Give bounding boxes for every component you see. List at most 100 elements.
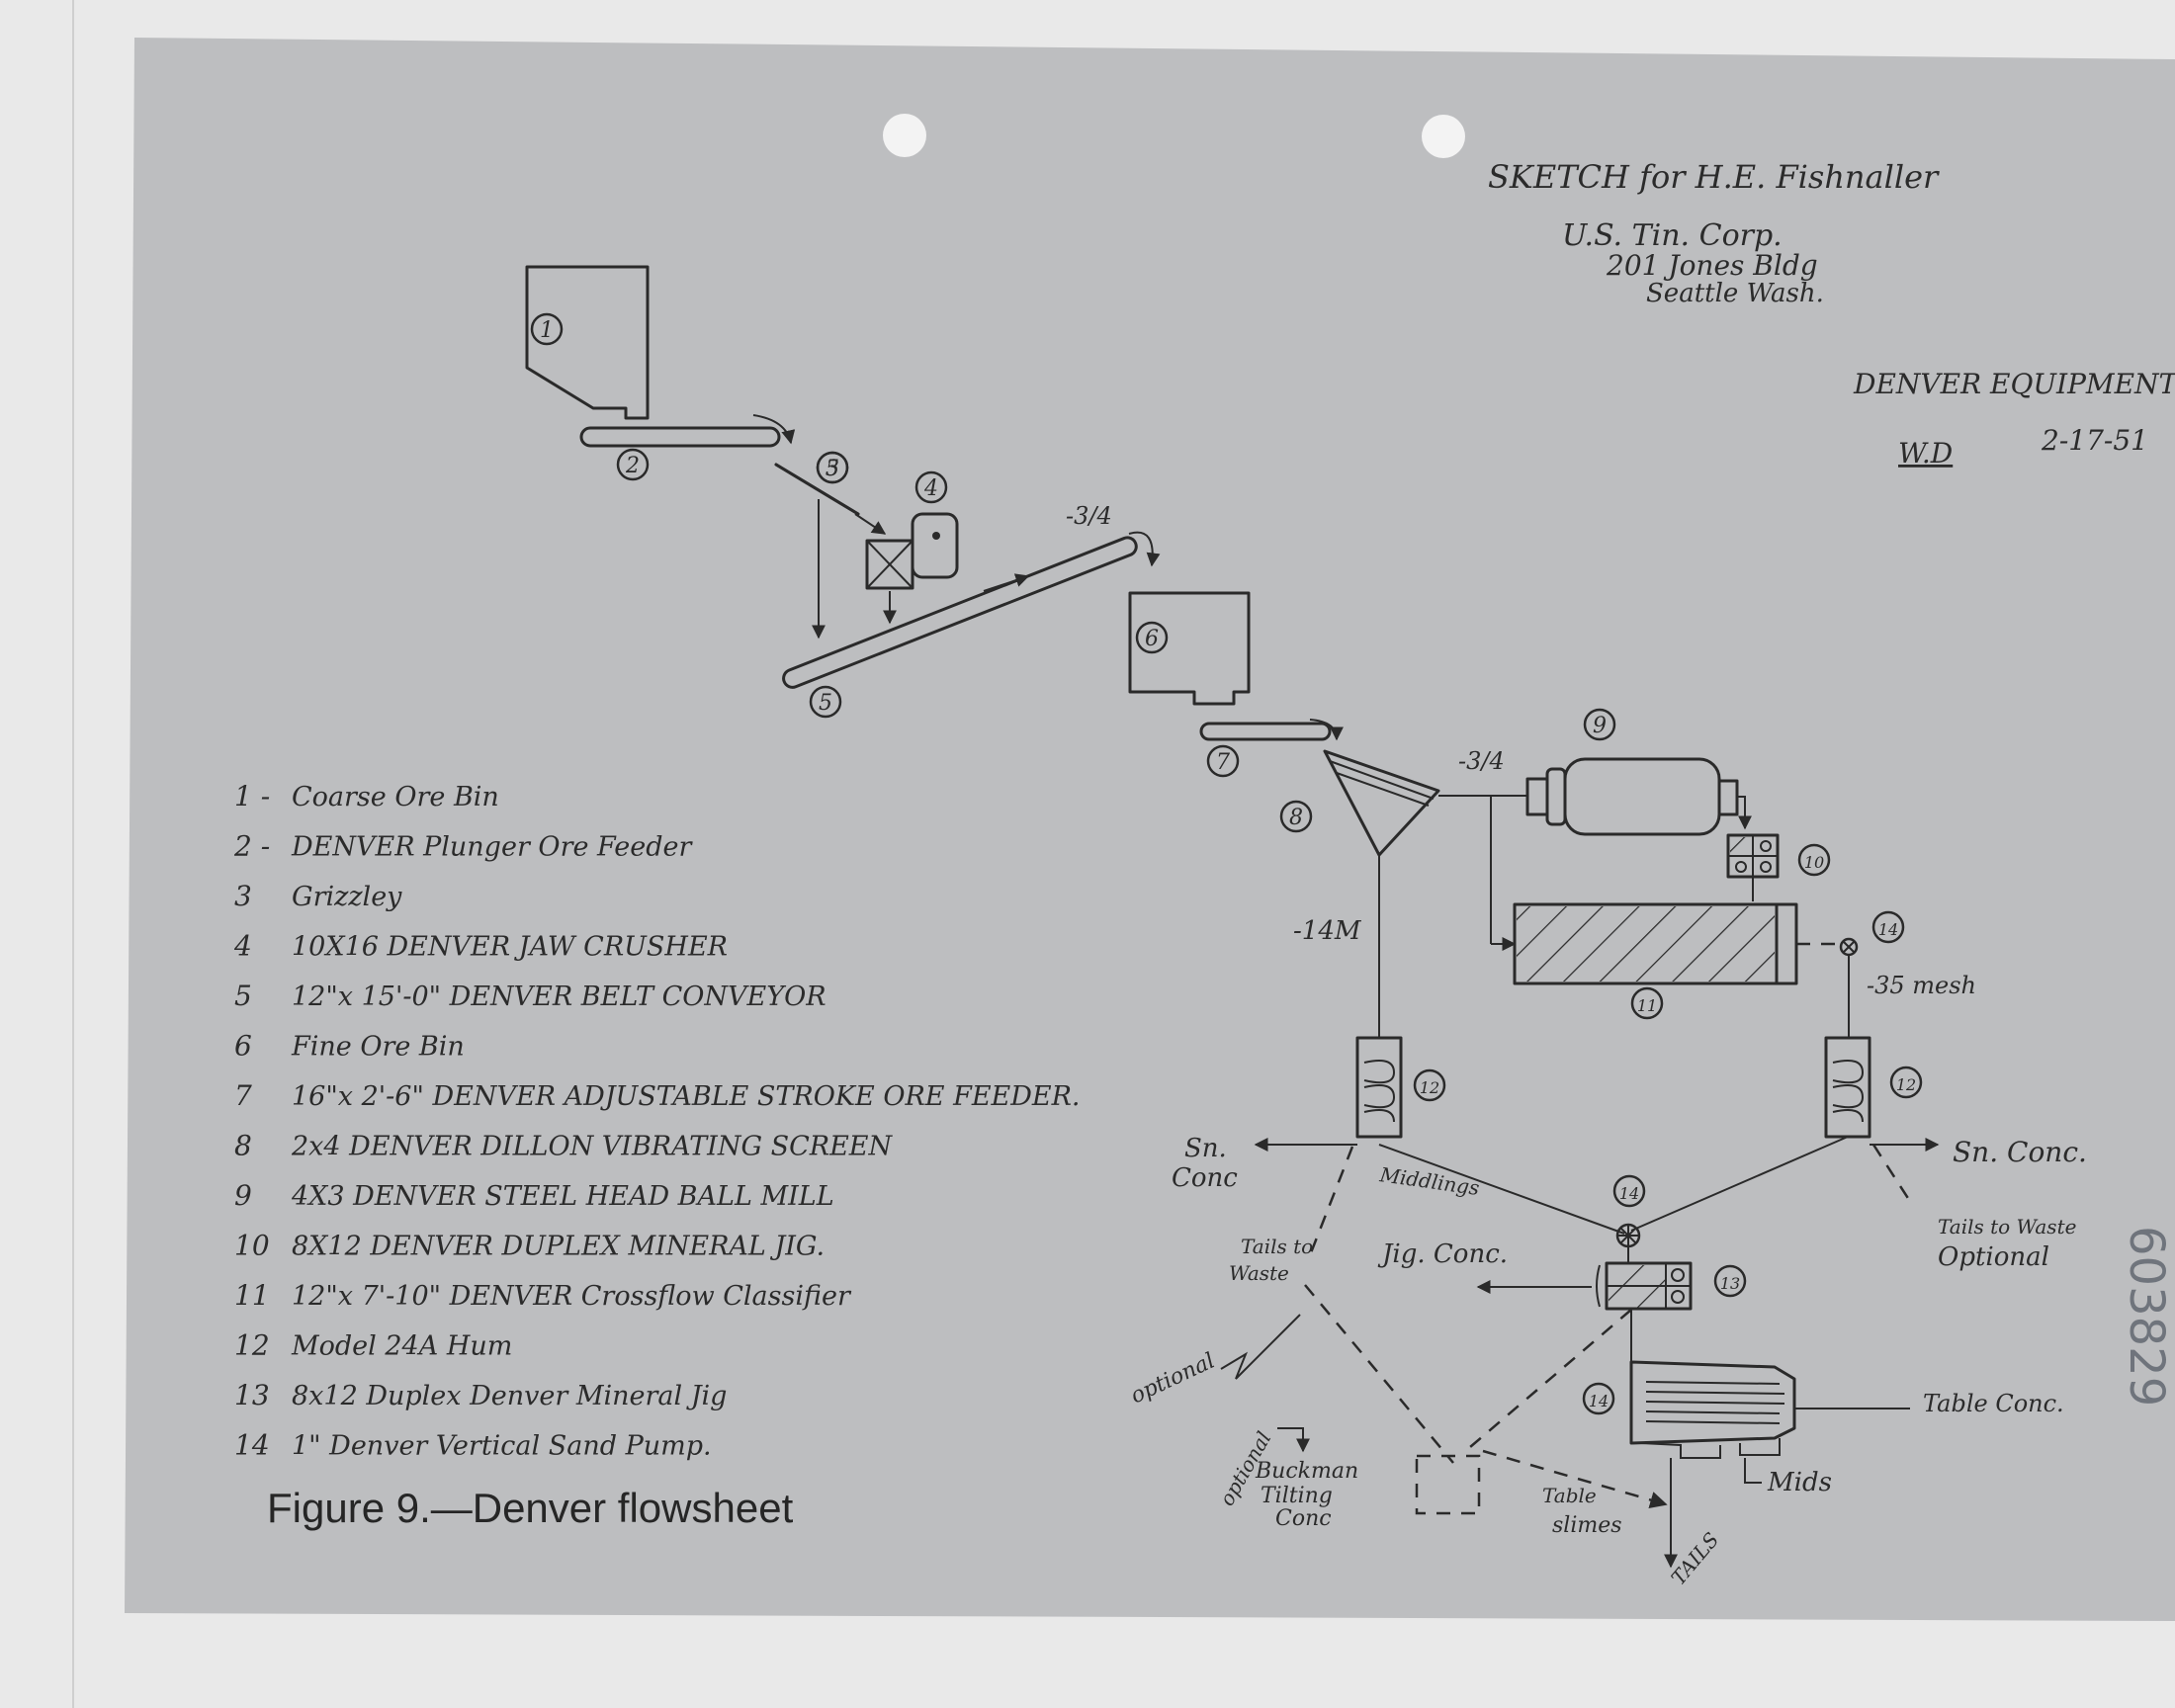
- feeder7-discharge-arrow: [1309, 719, 1344, 741]
- legend-item: 1 - Coarse Ore Bin: [234, 780, 499, 812]
- label-table-slimes-2: slimes: [1552, 1513, 1622, 1538]
- header-line-2: U.S. Tin. Corp.: [1562, 218, 1783, 253]
- equipment-number-1: 1: [530, 312, 564, 346]
- label-tails-to-waste-2: Waste: [1229, 1261, 1289, 1285]
- jaw-crusher-shaft: [932, 532, 940, 540]
- grizzly-inner: [774, 463, 860, 516]
- table-riffle-3: [1645, 1401, 1785, 1405]
- svg-text:7: 7: [1216, 750, 1230, 775]
- svg-text:6: 6: [1145, 627, 1159, 651]
- jaw-crusher-flywheel: [911, 512, 959, 579]
- legend-number: 7: [234, 1079, 252, 1112]
- label-jig-conc: Jig. Conc.: [1377, 1239, 1508, 1269]
- company-initials: W.D: [1898, 437, 1953, 470]
- legend-number: 9: [234, 1179, 252, 1212]
- pump14b-s4: [1619, 1227, 1637, 1244]
- header-line-3: 201 Jones Bldg: [1606, 249, 1818, 282]
- middlings-left-line: [1378, 1144, 1625, 1235]
- svg-text:5: 5: [819, 691, 832, 716]
- legend-number: 3: [234, 880, 252, 912]
- label-size-3-4-a: -3/4: [1066, 502, 1112, 530]
- legend-text: 16"x 2'-6" DENVER ADJUSTABLE STROKE ORE …: [292, 1081, 1081, 1112]
- jig10-cell-3: [1760, 861, 1772, 873]
- hum-right-spiral: [1832, 1060, 1865, 1123]
- equipment-number-7: 7: [1206, 744, 1240, 778]
- fine-ore-bin: [1128, 591, 1251, 706]
- svg-text:14: 14: [1589, 1392, 1609, 1410]
- optional-b-arrow: [1277, 1427, 1310, 1453]
- legend-text: 4X3 DENVER STEEL HEAD BALL MILL: [291, 1181, 834, 1212]
- legend-text: 12"x 7'-10" DENVER Crossflow Classifier: [292, 1281, 852, 1312]
- stamp-number: 603829: [2119, 1226, 2174, 1407]
- equipment-number-11: 11: [1630, 986, 1664, 1020]
- legend-text: 1" Denver Vertical Sand Pump.: [292, 1431, 712, 1462]
- plunger-ore-feeder: [579, 426, 781, 448]
- legend-number: 13: [234, 1379, 270, 1411]
- legend-text: 8x12 Duplex Denver Mineral Jig: [292, 1381, 727, 1411]
- equipment-number-4: 4: [914, 470, 948, 504]
- company-name: DENVER EQUIPMENT Co.: [1853, 368, 2175, 400]
- label-sn-conc-right: Sn. Conc.: [1953, 1136, 2087, 1168]
- legend-text: Coarse Ore Bin: [292, 782, 499, 812]
- hum-left-spiral: [1363, 1060, 1396, 1123]
- legend-item: 7 16"x 2'-6" DENVER ADJUSTABLE STROKE ORE…: [234, 1079, 1081, 1112]
- concentrating-table: [1629, 1360, 1796, 1445]
- header-line-1: SKETCH for H.E. Fishnaller: [1488, 158, 1940, 196]
- legend-number: 1 -: [234, 780, 270, 812]
- jig10-cell-2: [1735, 861, 1747, 873]
- punch-hole-right: [1422, 115, 1465, 158]
- jig10-hatch: [1730, 837, 1752, 855]
- legend-text: Model 24A Hum: [291, 1331, 512, 1362]
- table-riffle-1: [1645, 1381, 1781, 1385]
- svg-text:5: 5: [826, 457, 839, 481]
- equipment-number-2: 2: [616, 448, 650, 481]
- feeder-discharge-arrow: [752, 414, 796, 445]
- svg-text:11: 11: [1637, 996, 1657, 1015]
- company-date: 2-17-51: [2041, 424, 2148, 457]
- classifier-hatch: [1517, 906, 1775, 982]
- label-tails-to-waste-1: Tails to: [1241, 1235, 1313, 1258]
- tails-to-waste-dash-left: [1308, 1146, 1354, 1256]
- label-table-slimes-1: Table: [1542, 1484, 1597, 1507]
- svg-text:9: 9: [1593, 714, 1607, 738]
- svg-text:8: 8: [1289, 806, 1303, 830]
- svg-text:3: 3: [826, 457, 839, 481]
- equipment-legend: 1 - Coarse Ore Bin 2 -DENVER Plunger Ore F…: [233, 780, 1081, 1462]
- header-line-4: Seattle Wash.: [1646, 279, 1824, 308]
- jig10-cell-1: [1760, 840, 1772, 852]
- table-riffle-2: [1645, 1391, 1785, 1395]
- label-buckman-1: Buckman: [1255, 1459, 1358, 1484]
- mids-line: [1744, 1458, 1762, 1484]
- legend-text: 2x4 DENVER DILLON VIBRATING SCREEN: [291, 1132, 893, 1162]
- label-sn-conc-left-1: Sn.: [1184, 1134, 1227, 1163]
- jig13-hatch: [1609, 1265, 1665, 1308]
- svg-text:2: 2: [625, 454, 640, 478]
- buckman-tilting-concentrator: [1415, 1454, 1481, 1515]
- legend-text: Fine Ore Bin: [291, 1032, 465, 1063]
- equipment-number-10: 10: [1797, 843, 1831, 877]
- legend-number: 14: [234, 1429, 270, 1462]
- legend-item: 2 -DENVER Plunger Ore Feeder: [233, 830, 694, 863]
- legend-number: 11: [234, 1279, 270, 1312]
- equipment-number-5: 5: [816, 451, 849, 484]
- legend-item: 11 12"x 7'-10" DENVER Crossflow Classifie…: [234, 1279, 852, 1312]
- legend-text: DENVER Plunger Ore Feeder: [291, 832, 694, 863]
- table-launder-2: [1739, 1438, 1781, 1456]
- label-mids: Mids: [1767, 1468, 1832, 1497]
- label-size-3-4-b: -3/4: [1458, 747, 1505, 775]
- equipment-number-12: 12: [1889, 1066, 1923, 1099]
- label-table-conc: Table Conc.: [1923, 1390, 2064, 1417]
- hum-model-24a-left: [1355, 1036, 1403, 1139]
- svg-text:1: 1: [540, 318, 554, 343]
- jaw-crusher-cross-2: [866, 540, 914, 589]
- label-minus-35-mesh: -35 mesh: [1867, 972, 1976, 999]
- jig13-cell-1: [1671, 1268, 1685, 1282]
